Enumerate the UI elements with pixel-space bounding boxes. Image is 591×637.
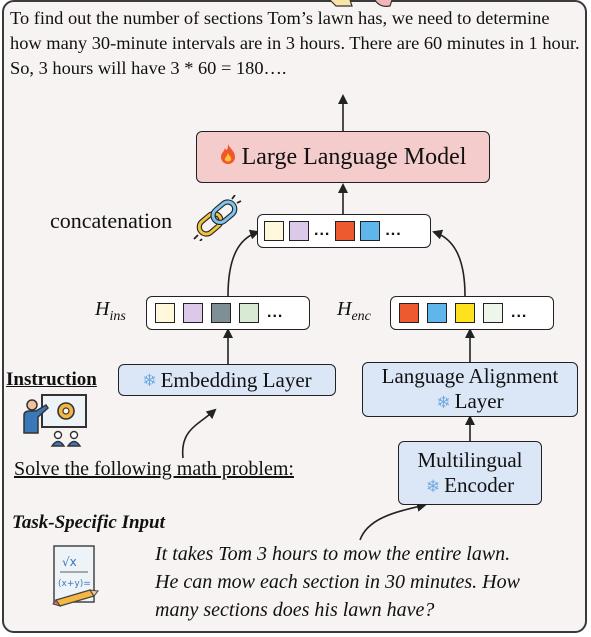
- concat-dots-1: ...: [314, 222, 331, 239]
- arrow-task-to-encoder: [359, 501, 427, 541]
- snowflake-icon: ❄: [425, 476, 441, 496]
- snowflake-icon: ❄: [436, 393, 451, 412]
- enc-token-2: [427, 303, 447, 323]
- task-specific-input-label: Task-Specific Input: [12, 512, 165, 533]
- concat-token-1: [264, 221, 284, 241]
- task-line-1: It takes Tom 3 hours to mow the entire l…: [155, 543, 511, 565]
- teacher-presentation-icon: [20, 393, 90, 454]
- concat-token-sequence: ... ...: [257, 214, 431, 248]
- h-enc-sequence: ...: [390, 296, 554, 330]
- ins-dots: ...: [267, 304, 284, 321]
- h-ins-base: H: [95, 298, 110, 320]
- enc-token-3: [455, 303, 475, 323]
- svg-text:(x+y)=: (x+y)=: [58, 579, 91, 589]
- enc-dots: ...: [511, 304, 528, 321]
- enc-token-4: [483, 303, 503, 323]
- llm-box: Large Language Model: [196, 131, 490, 183]
- top-decoration-right: [374, 0, 393, 7]
- instruction-label: Instruction: [6, 369, 97, 390]
- concat-dots-2: ...: [385, 222, 402, 239]
- concat-token-4: [360, 221, 381, 241]
- alignment-line-2: Layer: [454, 389, 504, 413]
- ins-token-3: [211, 303, 231, 323]
- top-decoration-left: [329, 0, 353, 7]
- h-enc-label: Henc: [337, 298, 371, 325]
- encoder-line-2-wrap: ❄Encoder: [426, 473, 514, 499]
- concatenation-label: concatenation: [50, 208, 173, 233]
- task-line-2: He can mow each section in 30 minutes. H…: [155, 571, 520, 593]
- concat-token-3: [335, 221, 356, 241]
- fire-icon: [220, 143, 236, 172]
- h-ins-sequence: ...: [146, 296, 310, 330]
- encoder-line-2: Encoder: [444, 472, 515, 497]
- snowflake-icon: ❄: [142, 370, 157, 390]
- ins-token-1: [155, 303, 175, 323]
- h-enc-base: H: [337, 298, 352, 320]
- embedding-layer-box: ❄ Embedding Layer: [118, 364, 336, 396]
- h-enc-sub: enc: [351, 309, 371, 324]
- llm-output-text: To find out the number of sections Tom’s…: [10, 8, 580, 78]
- h-ins-sub: ins: [109, 309, 126, 324]
- arrow-instruction-to-embedding: [181, 408, 217, 459]
- h-ins-label: Hins: [95, 298, 126, 325]
- multilingual-encoder-box: Multilingual ❄Encoder: [398, 441, 542, 505]
- encoder-line-1: Multilingual: [417, 447, 523, 472]
- enc-token-1: [399, 303, 419, 323]
- task-line-3: many sections does his lawn have?: [155, 599, 435, 621]
- task-input-text: It takes Tom 3 hours to mow the entire l…: [155, 540, 520, 624]
- ins-token-2: [183, 303, 203, 323]
- alignment-line-2-wrap: ❄Layer: [436, 389, 503, 415]
- embedding-layer-label: Embedding Layer: [160, 367, 312, 392]
- language-alignment-layer-box: Language Alignment ❄Layer: [362, 362, 578, 417]
- math-worksheet-icon: √x (x+y)=: [50, 544, 106, 613]
- instruction-text: Solve the following math problem:: [14, 458, 294, 480]
- alignment-line-1: Language Alignment: [381, 364, 559, 388]
- chain-link-icon: [192, 194, 242, 246]
- ins-token-4: [239, 303, 259, 323]
- llm-label: Large Language Model: [241, 143, 467, 170]
- arrow-hins-to-concat: [227, 229, 260, 297]
- svg-text:√x: √x: [62, 555, 77, 569]
- concat-token-2: [289, 221, 309, 241]
- arrow-henc-to-concat: [432, 229, 466, 297]
